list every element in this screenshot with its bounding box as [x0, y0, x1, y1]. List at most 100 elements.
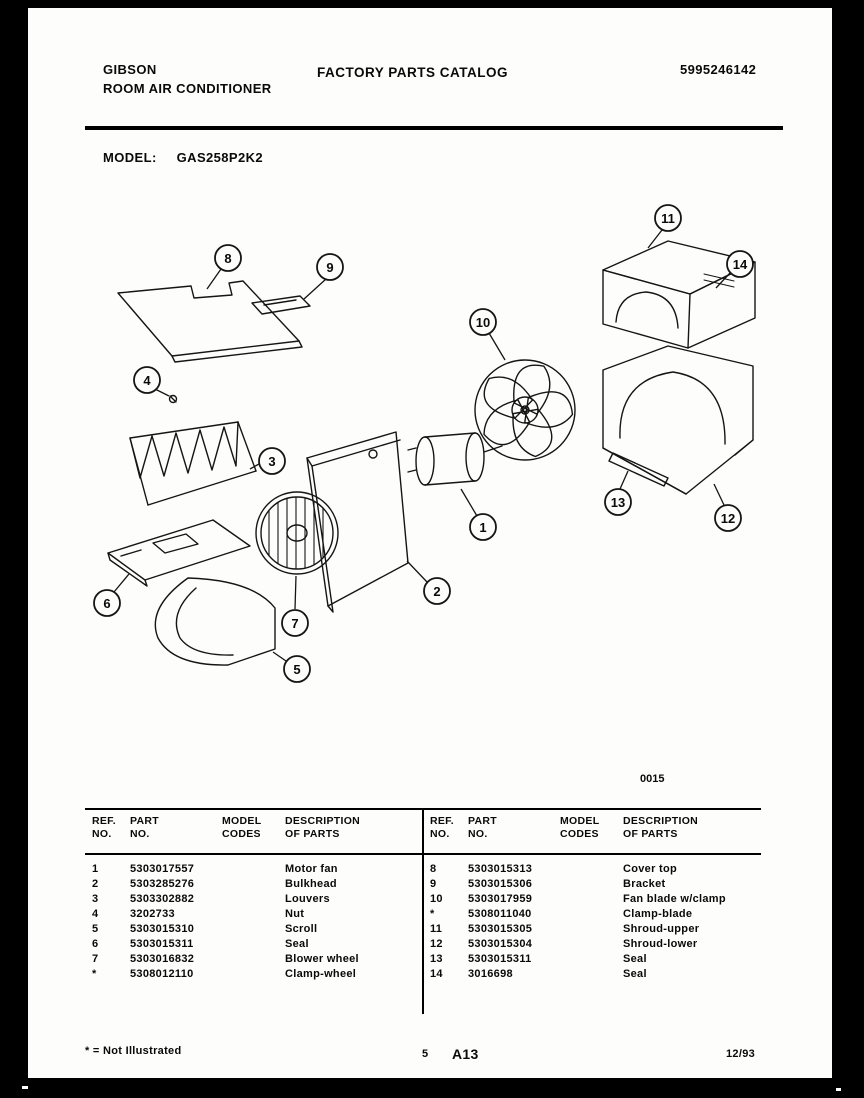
- table-row: 8 5303015313 Cover top: [430, 863, 793, 878]
- ref-no: 1: [92, 863, 99, 875]
- page-code: 0015: [640, 773, 665, 785]
- ref-no: 12: [430, 938, 443, 950]
- part-no: 5303302882: [130, 893, 195, 905]
- callout-9: 9: [303, 253, 344, 300]
- part-louvers: [129, 421, 257, 506]
- parts-list-left: 1 5303017557 Motor fan 2 5303285276 Bulkhead 3…: [92, 863, 455, 983]
- svg-text:9: 9: [326, 260, 333, 275]
- part-no: 5303015304: [468, 938, 533, 950]
- ref-no: 4: [92, 908, 99, 920]
- part-no: 5303015313: [468, 863, 533, 875]
- part-no: 5303017557: [130, 863, 195, 875]
- part-description: Bracket: [623, 878, 666, 890]
- part-no: 5303015311: [130, 938, 194, 950]
- ref-no: 2: [92, 878, 99, 890]
- part-bulkhead: [306, 431, 409, 613]
- ref-no: 5: [92, 923, 99, 935]
- model-codes: [560, 863, 623, 878]
- model-codes: [560, 938, 623, 953]
- model-codes: [560, 923, 623, 938]
- svg-text:7: 7: [291, 616, 298, 631]
- part-description: Motor fan: [285, 863, 338, 875]
- model-codes: [222, 953, 285, 968]
- svg-text:12: 12: [721, 511, 735, 526]
- svg-text:11: 11: [661, 211, 675, 226]
- callout-1: 1: [460, 488, 497, 541]
- svg-text:6: 6: [103, 596, 110, 611]
- model-line: MODEL:GAS258P2K2: [103, 150, 263, 165]
- ref-no: 11: [430, 923, 443, 935]
- part-shroud-lower: [602, 345, 754, 495]
- ref-no: 10: [430, 893, 443, 905]
- part-description: Seal: [285, 938, 309, 950]
- scan-speck: [22, 1086, 28, 1089]
- svg-text:4: 4: [143, 373, 151, 388]
- part-description: Louvers: [285, 893, 330, 905]
- part-description: Seal: [623, 968, 647, 980]
- part-description: Clamp-blade: [623, 908, 693, 920]
- callout-10: 10: [469, 308, 506, 361]
- model-codes: [560, 878, 623, 893]
- callout-2: 2: [406, 560, 451, 605]
- model-codes: [560, 908, 623, 923]
- svg-text:2: 2: [433, 584, 440, 599]
- callout-5: 5: [272, 651, 311, 683]
- svg-text:13: 13: [611, 495, 625, 510]
- ref-no: 14: [430, 968, 443, 980]
- part-top-cover-panel: [117, 280, 303, 363]
- part-description: Scroll: [285, 923, 318, 935]
- callout-14: 14: [715, 250, 754, 289]
- svg-text:3: 3: [268, 454, 275, 469]
- model-codes: [222, 938, 285, 953]
- brand-name: GIBSON: [103, 62, 157, 77]
- ref-no: 3: [92, 893, 99, 905]
- svg-text:14: 14: [733, 257, 748, 272]
- part-bracket: [251, 295, 311, 315]
- callout-12: 12: [713, 483, 742, 532]
- part-description: Bulkhead: [285, 878, 337, 890]
- table-row: 1 5303017557 Motor fan: [92, 863, 455, 878]
- catalog-page: GIBSON ROOM AIR CONDITIONER FACTORY PART…: [28, 8, 832, 1078]
- part-no: 5308011040: [468, 908, 532, 920]
- scan-speck: [836, 1088, 841, 1091]
- table-row: 3 5303302882 Louvers: [92, 893, 455, 908]
- callout-13: 13: [604, 470, 632, 516]
- column-header: REF.NO.: [430, 815, 454, 840]
- ref-no: 8: [430, 863, 437, 875]
- part-description: Cover top: [623, 863, 678, 875]
- part-no: 5303015311: [468, 953, 532, 965]
- part-description: Nut: [285, 908, 305, 920]
- model-codes: [222, 863, 285, 878]
- part-description: Fan blade w/clamp: [623, 893, 726, 905]
- part-motor: [407, 432, 503, 486]
- ref-no: 7: [92, 953, 99, 965]
- model-codes: [222, 908, 285, 923]
- ref-no: 13: [430, 953, 443, 965]
- model-label: MODEL:: [103, 150, 157, 165]
- svg-text:5: 5: [293, 662, 300, 677]
- part-description: Seal: [623, 953, 647, 965]
- part-no: 5303285276: [130, 878, 195, 890]
- catalog-title: FACTORY PARTS CATALOG: [317, 65, 509, 80]
- part-nut: [168, 394, 178, 404]
- model-codes: [222, 878, 285, 893]
- callout-7: 7: [281, 575, 309, 637]
- callout-11: 11: [647, 204, 682, 249]
- document-number: 5995246142: [680, 62, 757, 77]
- callout-4: 4: [133, 366, 170, 397]
